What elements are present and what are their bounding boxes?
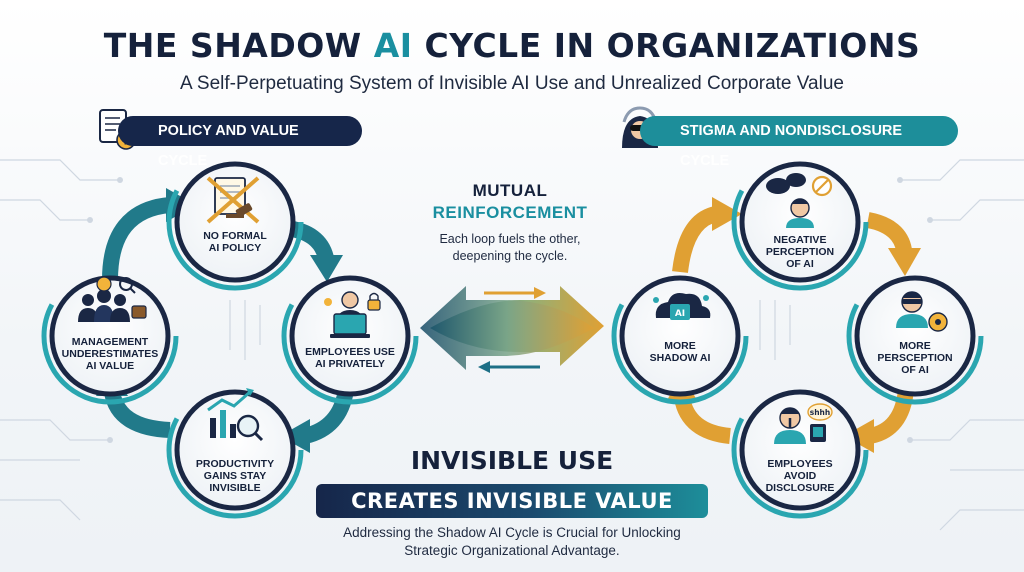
node-avoid-disclosure <box>731 381 869 519</box>
node-no-formal-policy <box>166 153 304 291</box>
mutual-title-line2: REINFORCEMENT <box>432 203 588 222</box>
circuit-decoration <box>0 159 1024 531</box>
document-gavel-icon <box>206 176 260 224</box>
invisible-use-heading: INVISIBLE USE <box>410 446 614 475</box>
page-subtitle: A Self-Perpetuating System of Invisible … <box>180 73 844 94</box>
mutual-reinforcement-arrows <box>420 286 604 373</box>
employee-laptop-icon <box>324 291 381 338</box>
management-team-icon <box>78 276 147 322</box>
shushing-person-icon: shhh <box>774 403 833 444</box>
page-title: THE SHADOW AI CYCLE IN ORGANIZATIONS <box>103 26 921 65</box>
circuit-dots <box>87 177 933 443</box>
node-more-shadow-ai <box>611 267 749 405</box>
mutual-description: Each loop fuels the other, deepening the… <box>439 232 581 263</box>
ai-chip-text: AI <box>675 309 685 319</box>
conclusion-text: Addressing the Shadow AI Cycle is Crucia… <box>343 525 681 558</box>
mutual-title-line1: MUTUAL <box>472 181 548 200</box>
title-accent: AI <box>373 26 413 65</box>
invisible-value-banner: CREATES INVISIBLE VALUE <box>316 484 708 518</box>
policy-value-cycle-label: POLICY AND VALUE CYCLE <box>118 116 362 169</box>
worried-person-icon <box>766 173 833 228</box>
node-productivity-invisible <box>166 381 304 519</box>
ai-cloud-icon: AI <box>653 293 711 320</box>
stigma-cycle-label: STIGMA AND NONDISCLOSURE CYCLE <box>640 116 958 169</box>
masked-person-icon <box>896 291 948 332</box>
shhh-bubble-text: shhh <box>810 408 830 417</box>
node-more-perception <box>846 267 984 405</box>
chart-magnifier-icon <box>207 388 264 442</box>
